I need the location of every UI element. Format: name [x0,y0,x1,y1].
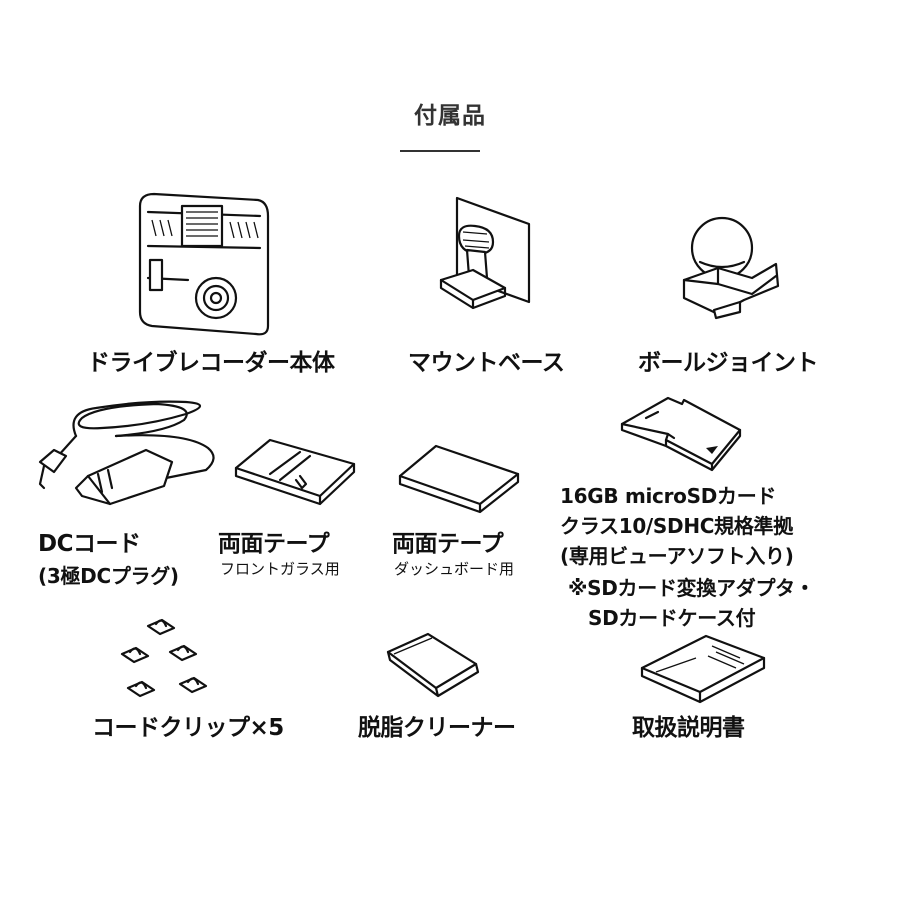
mount-base-icon [439,196,531,310]
item-sublabel: ダッシュボード用 [394,560,515,578]
double-sided-tape-icon [398,444,520,514]
cleaner-wipe-icon [386,632,480,698]
dashcam-icon [138,192,270,336]
item-label: DCコード [38,531,141,557]
title-divider [400,150,480,152]
item-label: マウントベース [408,350,565,376]
sd-line3: (専用ビューアソフト入り) [560,544,794,568]
sd-line2: クラス10/SDHC規格準拠 [560,514,793,538]
sd-line1: 16GB microSDカード [560,484,777,508]
item-sublabel: フロントガラス用 [220,560,340,578]
ball-joint-icon [682,216,780,320]
double-sided-tape-icon [234,438,356,506]
cord-clip-icon [120,618,208,698]
item-label: 両面テープ [218,531,330,557]
dc-cord-icon [38,400,215,506]
sd-line5: SDカードケース付 [588,606,756,630]
item-label: 取扱説明書 [632,715,745,741]
sd-line4: ※SDカード変換アダプタ・ [568,576,815,600]
item-sublabel: (3極DCプラグ) [38,564,179,588]
item-label: ボールジョイント [638,350,819,376]
page-title: 付属品 [414,103,486,129]
item-label: 脱脂クリーナー [358,715,516,741]
item-label: コードクリップ×5 [92,715,284,741]
manual-booklet-icon [640,634,766,704]
microsd-card-icon [620,396,742,472]
item-label: ドライブレコーダー本体 [87,350,335,376]
item-label: 両面テープ [392,531,504,557]
